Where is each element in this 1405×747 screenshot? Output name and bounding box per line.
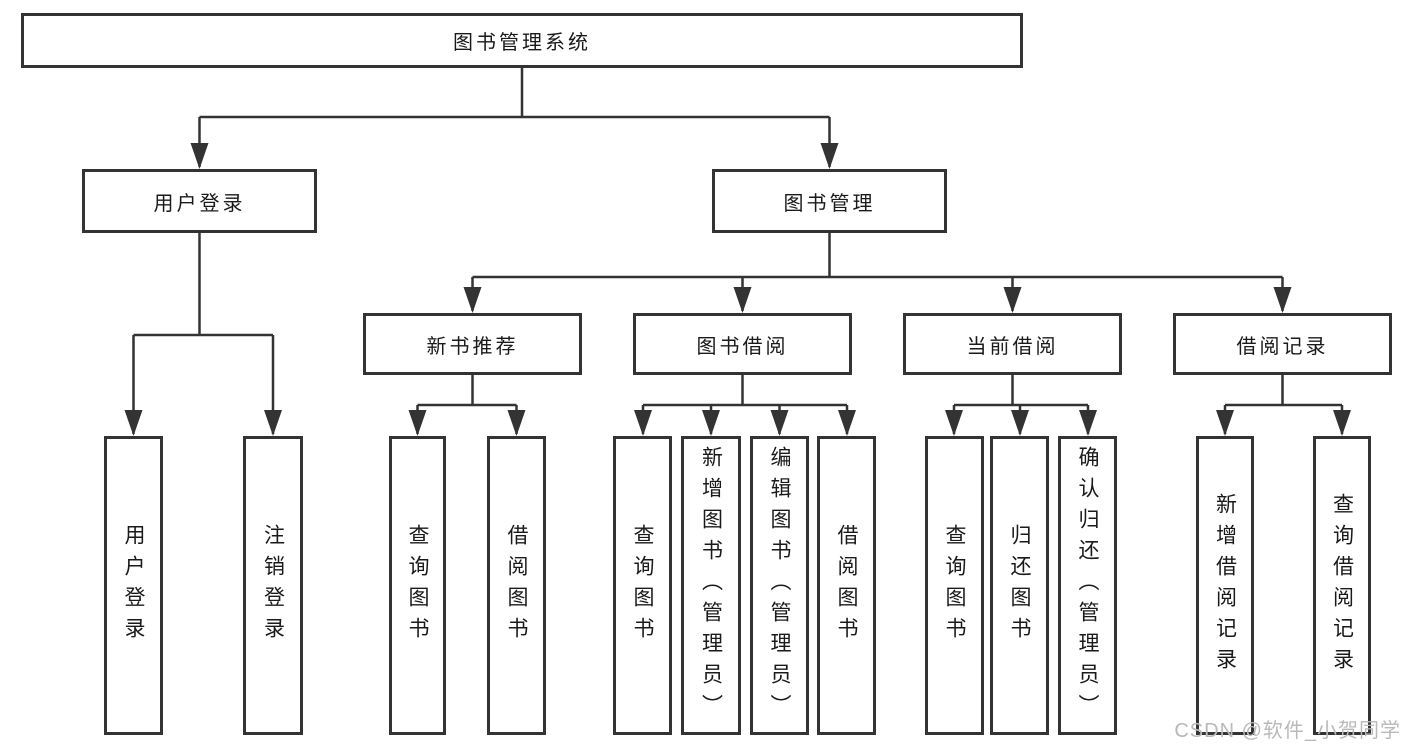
leaf-borrow-books-recommend: 借阅图书 [487, 436, 546, 735]
arrow-down-icon [945, 410, 963, 436]
arrow-down-icon [190, 143, 209, 169]
arrow-down-icon [1079, 410, 1097, 436]
watermark: CSDN @软件_小贺同学 [1174, 720, 1401, 742]
arrow-down-icon [838, 410, 856, 436]
arrow-down-icon [463, 287, 482, 313]
node-borrowing-records: 借阅记录 [1173, 313, 1392, 375]
node-label: 新书推荐 [426, 335, 519, 358]
leaf-user-login: 用户登录 [104, 436, 163, 735]
leaf-return-books: 归还图书 [990, 436, 1049, 735]
tree-edges [132, 68, 1344, 434]
arrow-down-icon [264, 410, 282, 436]
leaf-logout: 注销登录 [243, 436, 303, 735]
leaf-confirm-return-admin: 确认归还（管理员） [1058, 436, 1117, 735]
arrow-down-icon [1273, 287, 1292, 313]
leaf-add-borrow-record: 新增借阅记录 [1196, 436, 1254, 735]
arrow-down-icon [1333, 410, 1351, 436]
arrow-down-icon [733, 287, 752, 313]
leaf-add-book-admin: 新增图书（管理员） [681, 436, 741, 735]
node-library-management-system: 图书管理系统 [21, 13, 1023, 68]
leaf-edit-book-admin: 编辑图书（管理员） [750, 436, 809, 735]
node-current-borrowing: 当前借阅 [903, 313, 1122, 375]
node-new-book-recommendation: 新书推荐 [363, 313, 582, 375]
node-label: 图书管理 [783, 192, 876, 215]
arrow-down-icon [770, 410, 789, 436]
leaf-query-books-borrowing: 查询图书 [613, 436, 672, 735]
node-label: 图书管理系统 [453, 32, 591, 54]
arrow-down-icon [1216, 410, 1234, 436]
arrowheads [124, 143, 1351, 436]
arrow-down-icon [124, 410, 143, 436]
arrow-down-icon [1003, 287, 1022, 313]
arrow-down-icon [702, 410, 720, 436]
arrow-down-icon [507, 410, 526, 436]
leaf-query-books-current: 查询图书 [925, 436, 984, 735]
node-label: 用户登录 [153, 192, 246, 215]
node-label: 借阅记录 [1236, 335, 1329, 358]
node-label: 当前借阅 [966, 335, 1059, 358]
leaf-borrow-books-borrowing: 借阅图书 [817, 436, 876, 735]
node-user-login: 用户登录 [82, 169, 317, 233]
node-book-management: 图书管理 [712, 169, 947, 233]
arrow-down-icon [408, 410, 427, 436]
node-book-borrowing: 图书借阅 [633, 313, 852, 375]
arrow-down-icon [1011, 410, 1029, 436]
arrow-down-icon [634, 410, 652, 436]
node-label: 图书借阅 [696, 335, 789, 358]
leaf-query-books-recommend: 查询图书 [389, 436, 446, 735]
arrow-down-icon [820, 143, 839, 169]
leaf-query-borrow-record: 查询借阅记录 [1313, 436, 1371, 735]
